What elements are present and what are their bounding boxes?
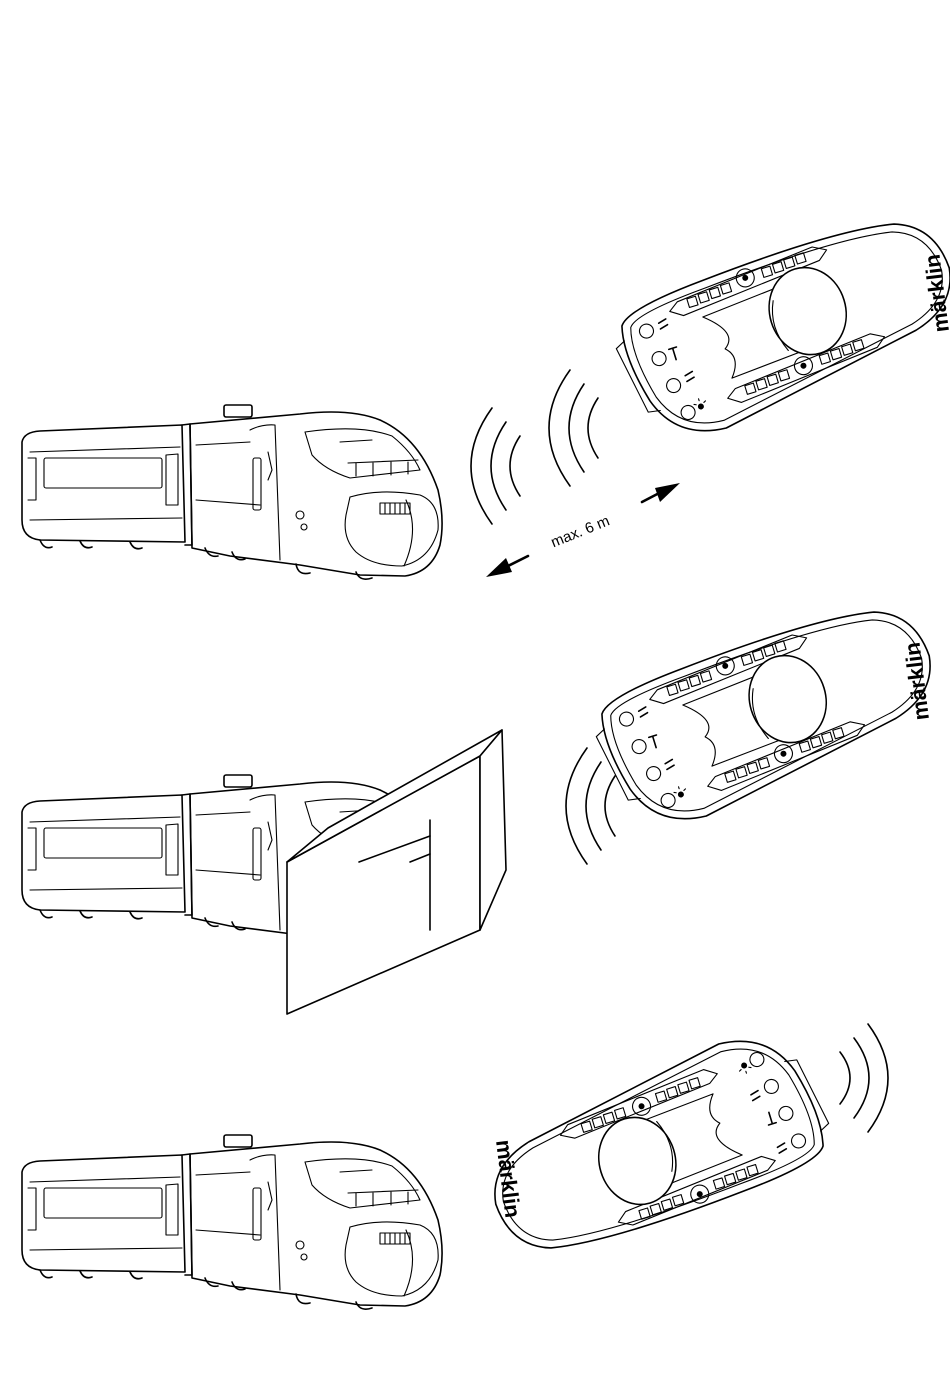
remote-control-2: märklin [583, 594, 950, 840]
remote-control-3: märklin [470, 1020, 842, 1266]
remote-control-1: märklin [603, 206, 950, 452]
remote-1-brand-logo: märklin [920, 253, 950, 334]
train-3 [22, 1135, 442, 1309]
radio-waves-train-1 [471, 408, 520, 524]
scene-1-direct-signal: märklin max. 6 m [22, 206, 950, 579]
distance-label: max. 6 m [549, 512, 613, 551]
radio-waves-remote-1 [549, 370, 598, 486]
radio-waves-remote-3 [840, 1024, 888, 1132]
train-1 [22, 405, 442, 579]
obstacle-box [287, 730, 506, 1014]
scene-3-reverse-direction: märklin [22, 1020, 888, 1309]
distance-arrow: max. 6 m [486, 483, 680, 577]
radio-waves-remote-2 [566, 748, 615, 864]
scene-2-obstacle-blocked: märklin [22, 594, 950, 1014]
